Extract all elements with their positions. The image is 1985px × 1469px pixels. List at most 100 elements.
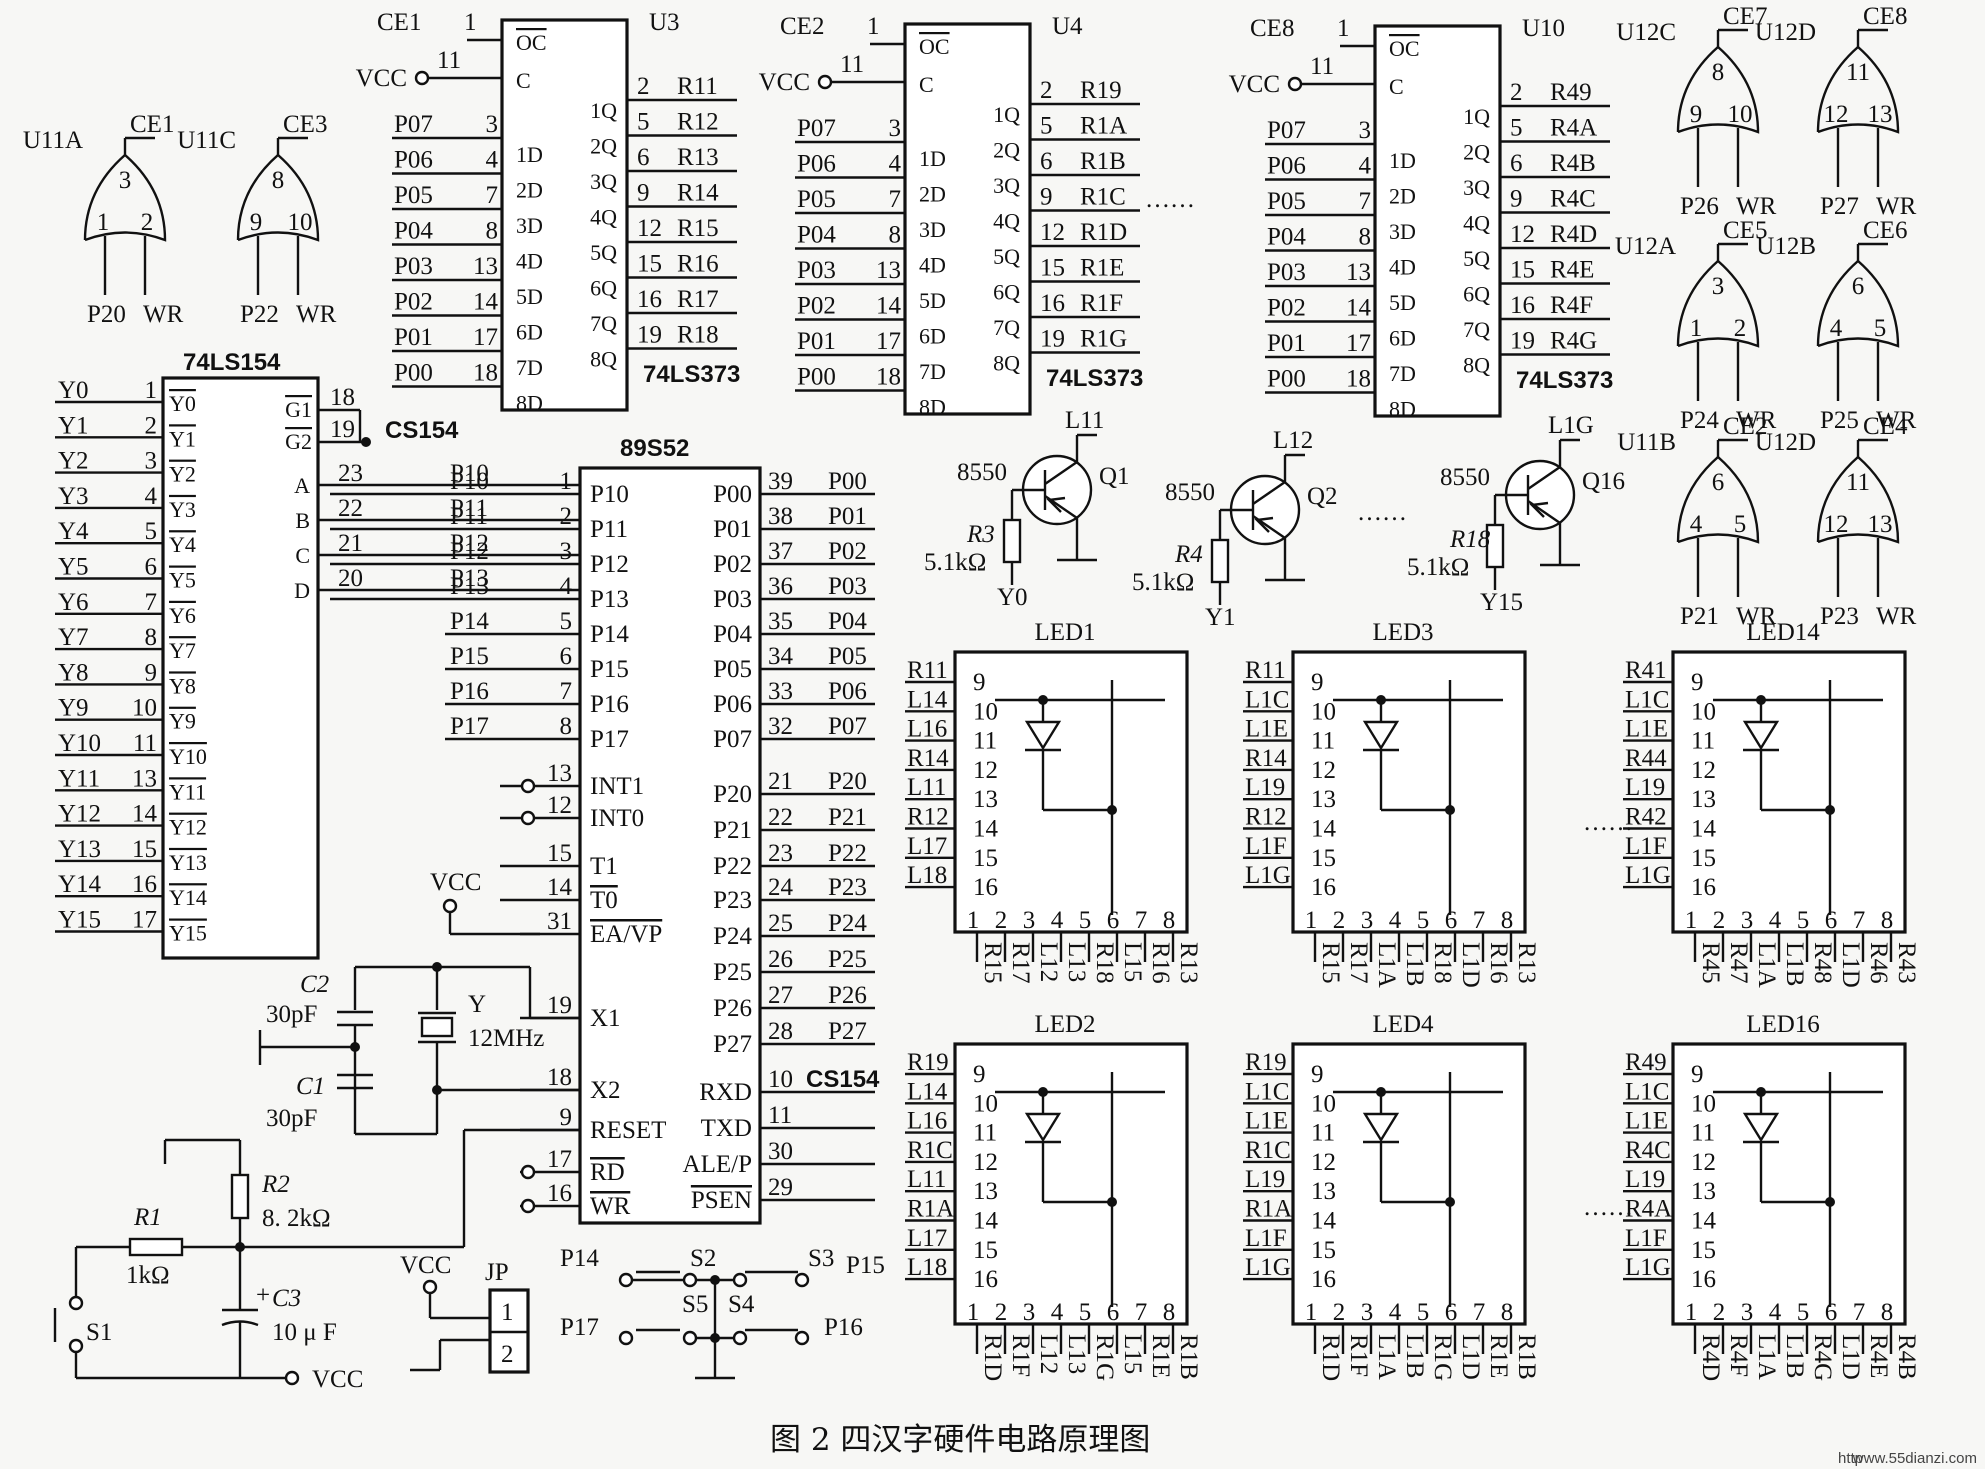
net-label: P27 [1820, 193, 1859, 220]
pin-number: 10 [1691, 1090, 1716, 1117]
pin-number: 10 [973, 698, 998, 725]
pin-number: 6 [1825, 907, 1838, 934]
pin-number: 11 [1846, 59, 1870, 86]
net-label: L17 [907, 833, 947, 860]
pin-number: 11 [840, 51, 864, 78]
pin-number: 9 [973, 669, 986, 696]
pin-name: 2D [919, 182, 946, 207]
net-label: L12 [1035, 942, 1062, 982]
transistor-model: 8550 [1440, 464, 1490, 491]
pin-number: 2 [1333, 1299, 1346, 1326]
component-ref: C3 [272, 1285, 301, 1312]
pin-number: 6 [637, 144, 650, 171]
net-label: CS154 [385, 417, 459, 444]
pin-number: 8 [1881, 907, 1894, 934]
pin-number: 18 [330, 384, 355, 411]
pin-number: 21 [338, 530, 363, 557]
net-label: L1G [1548, 412, 1594, 439]
gate-body [1676, 259, 1760, 348]
pin-number: 1 [560, 468, 573, 495]
net-label: P10 [450, 460, 489, 487]
pin-number: 33 [768, 678, 793, 705]
net-label: P24 [828, 910, 867, 937]
net-label: L14 [907, 1078, 948, 1105]
net-label: P03 [828, 573, 867, 600]
pin-number: 2 [560, 503, 573, 530]
pin-number: 24 [768, 874, 794, 901]
pin-number: 2 [145, 412, 158, 439]
pin-name: 8D [1389, 397, 1416, 422]
net-label: R19 [1080, 77, 1122, 104]
pin-name: P17 [590, 726, 629, 753]
pin-number: 15 [1691, 1237, 1716, 1264]
pin-number: 26 [768, 946, 793, 973]
pin-number: 1 [145, 377, 158, 404]
component-value: 30pF [266, 1105, 317, 1132]
net-label: P17 [450, 713, 489, 740]
pin-number: 11 [973, 728, 997, 755]
pin-name: TXD [701, 1115, 752, 1142]
net-label: L1C [1245, 1078, 1289, 1105]
pin-name: 2Q [993, 138, 1020, 163]
pin-name: P20 [713, 781, 752, 808]
pin-number: 2 [1713, 907, 1726, 934]
net-label: P01 [828, 503, 867, 530]
net-label: R19 [907, 1049, 949, 1076]
pin-number: 11 [1310, 53, 1334, 80]
chip-body [1291, 650, 1527, 934]
pin-name: T0 [590, 887, 618, 914]
net-label: Y15 [1480, 589, 1523, 616]
net-label: L1C [1625, 1078, 1669, 1105]
net-label: Y7 [58, 624, 89, 651]
net-label: R15 [1317, 942, 1344, 984]
resistor-body [128, 1237, 184, 1257]
terminal-ring [794, 1330, 810, 1346]
pin-number: 10 [973, 1090, 998, 1117]
component-ref: S5 [682, 1291, 708, 1318]
net-label: L1D [1837, 1334, 1864, 1380]
net-label: R1E [1080, 255, 1124, 282]
net-label: P16 [824, 1314, 863, 1341]
transistor-model: 8550 [1165, 479, 1215, 506]
pin-name: EA/VP [590, 921, 662, 948]
net-label: R4A [1550, 115, 1597, 142]
pin-number: 6 [1510, 150, 1523, 177]
gate-id: U12B [1756, 233, 1816, 260]
net-label: L1A [1373, 942, 1400, 988]
pin-number: 13 [1691, 786, 1716, 813]
net-label: Y6 [58, 589, 89, 616]
pin-number: 16 [1040, 290, 1065, 317]
net-label: P00 [797, 364, 836, 391]
pin-name: C [919, 72, 934, 97]
pin-number: 14 [1691, 816, 1717, 843]
pin-number: 14 [473, 289, 499, 316]
net-label: R4F [1550, 292, 1593, 319]
pin-number: 2 [995, 907, 1008, 934]
diode-symbol [1362, 720, 1400, 751]
pin-number: 15 [973, 1237, 998, 1264]
pin-number: 1 [967, 1299, 980, 1326]
net-label: R17 [1007, 942, 1034, 984]
pin-number: 12 [973, 757, 998, 784]
pin-number: 23 [338, 460, 363, 487]
net-label: WR [1736, 407, 1777, 434]
net-label: CS154 [806, 1066, 880, 1093]
pin-name: P10 [590, 481, 629, 508]
pin-number: 16 [1691, 1266, 1716, 1293]
net-label: WR [1876, 603, 1917, 630]
watermark: www.55dianzi.com [1852, 1450, 1977, 1467]
pin-number: 4 [1769, 907, 1782, 934]
net-label: P05 [828, 643, 867, 670]
pin-number: 3 [1361, 907, 1374, 934]
pin-name: X2 [590, 1077, 621, 1104]
pin-number: 15 [547, 840, 572, 867]
pin-name: A [294, 473, 310, 498]
pin-number: 1 [501, 1299, 514, 1326]
pin-name: 3D [919, 217, 946, 242]
pin-name: P12 [590, 551, 629, 578]
component-ref: S3 [808, 1245, 834, 1272]
